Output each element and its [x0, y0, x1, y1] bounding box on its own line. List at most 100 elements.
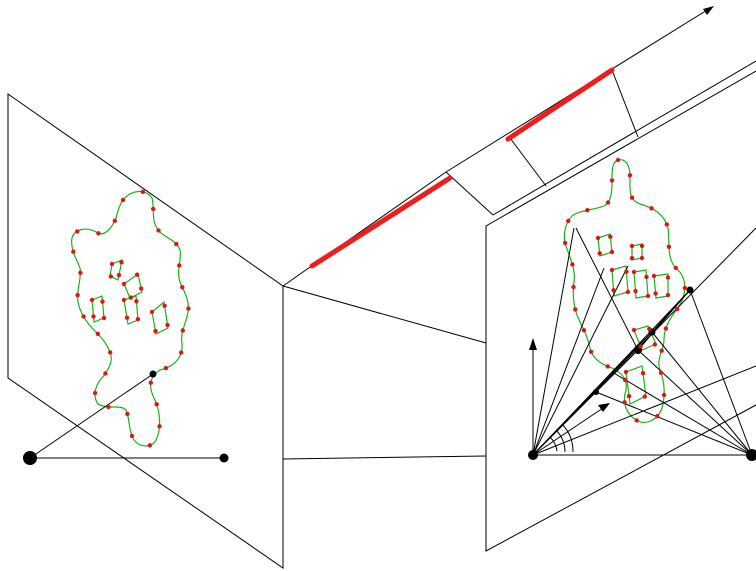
contour-vertex — [605, 364, 610, 369]
contour-vertex — [629, 255, 635, 261]
contour-vertex — [675, 306, 680, 312]
contour-vertex — [651, 273, 657, 279]
left-outer-contour — [71, 190, 189, 447]
contour-vertex — [95, 331, 101, 336]
contour-vertex — [645, 293, 651, 299]
contour-vertex — [666, 244, 672, 249]
contour-vertex — [125, 411, 130, 417]
contour-vertex — [627, 173, 633, 178]
contour-vertex — [156, 228, 161, 233]
contour-vertex — [162, 303, 167, 308]
left-camera-center — [23, 451, 37, 465]
contour-vertex — [659, 348, 664, 353]
right-outer-contour — [563, 159, 686, 423]
contour-vertex — [595, 235, 601, 241]
baseline-connector — [282, 455, 487, 460]
contour-vertex — [647, 326, 652, 332]
fan-line-7 — [532, 267, 605, 456]
contour-vertex — [571, 284, 576, 290]
contour-vertex — [128, 295, 133, 300]
contour-vertex — [631, 269, 637, 275]
left-contour — [71, 190, 189, 447]
inner-line-4 — [611, 331, 653, 373]
right-hole-4 — [633, 269, 649, 299]
contour-vertex — [147, 443, 153, 448]
arrow-head-icon — [598, 403, 610, 412]
contour-vertex — [665, 292, 671, 298]
contour-vertex — [116, 272, 122, 278]
top-rays — [309, 6, 756, 269]
contour-vertex — [151, 206, 156, 212]
fan-line-6 — [532, 227, 575, 456]
perpendicular-tick-1 — [445, 171, 494, 216]
left-epipole-point — [219, 453, 229, 463]
red-segment-upper — [505, 67, 615, 142]
contour-vertex — [605, 200, 611, 205]
contour-vertex — [180, 285, 185, 290]
contour-vertex — [609, 249, 615, 255]
contour-vertex — [112, 218, 118, 223]
contour-vertex — [157, 424, 162, 429]
contour-vertex — [100, 299, 105, 304]
contour-vertex — [597, 251, 602, 256]
left-contour-point — [149, 370, 157, 378]
contour-vertex — [124, 315, 130, 320]
contour-vertex — [148, 380, 153, 385]
contour-vertex — [135, 317, 141, 322]
fan-line-9 — [532, 391, 595, 456]
contour-vertex — [625, 289, 631, 295]
left-hole-2 — [123, 272, 143, 299]
right-ray-5 — [611, 371, 753, 456]
perpendicular-tick-3 — [611, 69, 639, 138]
upper-ray-to-red-segment — [282, 171, 447, 287]
left-hole-1 — [109, 259, 123, 281]
inner-line-1 — [575, 227, 639, 351]
right-epipole-point — [746, 449, 756, 461]
contour-vertex — [562, 240, 568, 246]
contour-vertex — [609, 178, 615, 183]
diagonal-axis — [532, 405, 607, 456]
arrow-head-icon — [529, 338, 537, 350]
right-camera-center — [528, 450, 538, 460]
contour-vertex — [633, 288, 638, 294]
contour-vertex — [664, 222, 669, 227]
contour-vertex — [109, 261, 115, 267]
right-ray-2 — [651, 331, 753, 456]
contour-vertex — [640, 371, 646, 376]
left-hole-5 — [151, 300, 169, 335]
inner-line-3 — [637, 289, 691, 351]
contour-vertex — [71, 249, 76, 254]
right-contour — [563, 159, 686, 423]
contour-vertex — [186, 306, 191, 311]
contour-vertex — [655, 414, 660, 419]
contour-vertex — [163, 365, 169, 371]
contour-vertex — [673, 265, 678, 271]
contour-vertex — [81, 314, 86, 319]
left-image-plane — [7, 93, 284, 569]
contour-vertex — [581, 328, 587, 333]
contour-vertex — [624, 269, 629, 274]
right-contour-point-1 — [686, 286, 694, 294]
contour-vertex — [642, 394, 647, 399]
contour-vertex — [588, 349, 594, 354]
contour-vertex — [629, 195, 635, 200]
right-plane-frame — [485, 70, 756, 552]
angle-arc-2 — [555, 429, 566, 453]
right-ray-3 — [637, 349, 753, 456]
contour-vertex — [174, 241, 179, 247]
left-geometry — [23, 370, 229, 465]
left-projection-ray — [29, 373, 154, 459]
contour-vertex — [608, 234, 613, 239]
contour-vertex — [623, 369, 629, 375]
contour-vertex — [92, 390, 98, 396]
fan-line-5 — [532, 365, 756, 456]
contour-vertex — [121, 281, 127, 287]
contour-vertex — [631, 327, 637, 333]
contour-vertex — [108, 350, 113, 355]
left-plane-frame — [7, 93, 284, 569]
contour-vertex — [177, 263, 182, 268]
contour-vertex — [665, 275, 671, 280]
contour-vertex — [622, 400, 627, 405]
contour-vertex — [179, 350, 184, 355]
